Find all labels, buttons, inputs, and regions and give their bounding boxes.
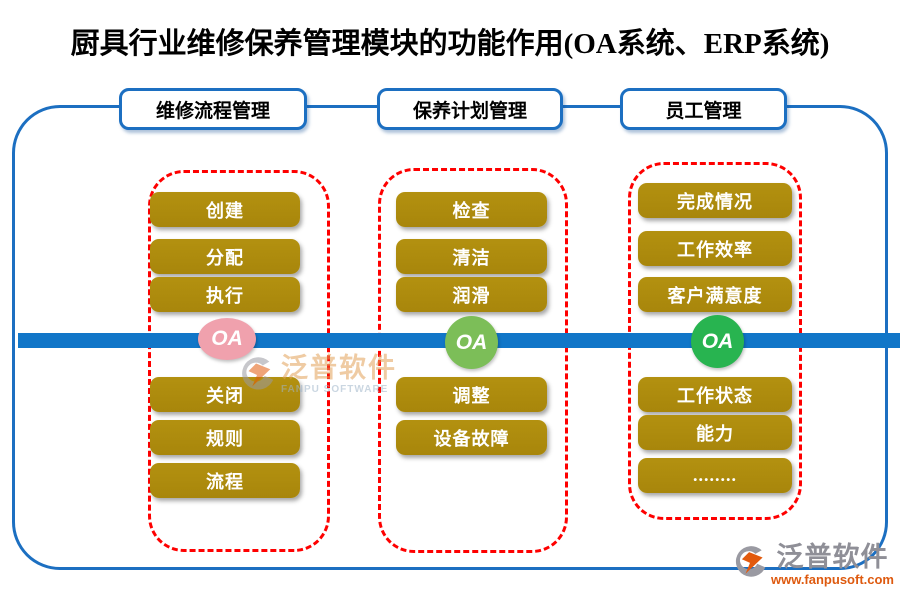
- node-create: 创建: [150, 192, 300, 227]
- node-equipment-fault: 设备故障: [396, 420, 547, 455]
- watermark-brand-en-text: FANPU SOFTWARE: [281, 384, 389, 395]
- watermark-brand-text: 泛普软件: [281, 353, 397, 383]
- page-title: 厨具行业维修保养管理模块的功能作用(OA系统、ERP系统): [70, 28, 830, 60]
- node-rule: 规则: [150, 420, 300, 455]
- footer-brand: 泛普软件 www.fanpusoft.com: [732, 544, 894, 586]
- oa-badge-repair: OA: [198, 318, 256, 360]
- node-work-status: 工作状态: [638, 377, 792, 412]
- oa-badge-employee: OA: [691, 315, 744, 368]
- column-header-maintenance-plan: 保养计划管理: [377, 88, 563, 130]
- node-assign: 分配: [150, 239, 300, 274]
- node-execute: 执行: [150, 277, 300, 312]
- column-header-employee: 员工管理: [620, 88, 787, 130]
- oa-badge-maintenance: OA: [445, 316, 498, 369]
- node-lubricate: 润滑: [396, 277, 547, 312]
- node-inspect: 检查: [396, 192, 547, 227]
- node-clean: 清洁: [396, 239, 547, 274]
- node-adjust: 调整: [396, 377, 547, 412]
- node-completion-status: 完成情况: [638, 183, 792, 218]
- footer-brand-text: 泛普软件: [776, 542, 889, 572]
- node-ellipsis: ........: [638, 458, 792, 493]
- node-close: 关闭: [150, 377, 300, 412]
- group-box-repair-process: [148, 170, 330, 552]
- node-process: 流程: [150, 463, 300, 498]
- group-box-maintenance-plan: [378, 168, 568, 553]
- center-watermark: 泛普软件 FANPU SOFTWARE: [238, 355, 397, 395]
- column-header-repair-process: 维修流程管理: [119, 88, 307, 130]
- node-work-efficiency: 工作效率: [638, 231, 792, 266]
- footer-brand-url: www.fanpusoft.com: [770, 572, 894, 587]
- fanpu-logo-icon: [238, 355, 276, 393]
- node-customer-satisfaction: 客户满意度: [638, 277, 792, 312]
- node-ability: 能力: [638, 415, 792, 450]
- fanpu-logo-icon: [732, 544, 768, 580]
